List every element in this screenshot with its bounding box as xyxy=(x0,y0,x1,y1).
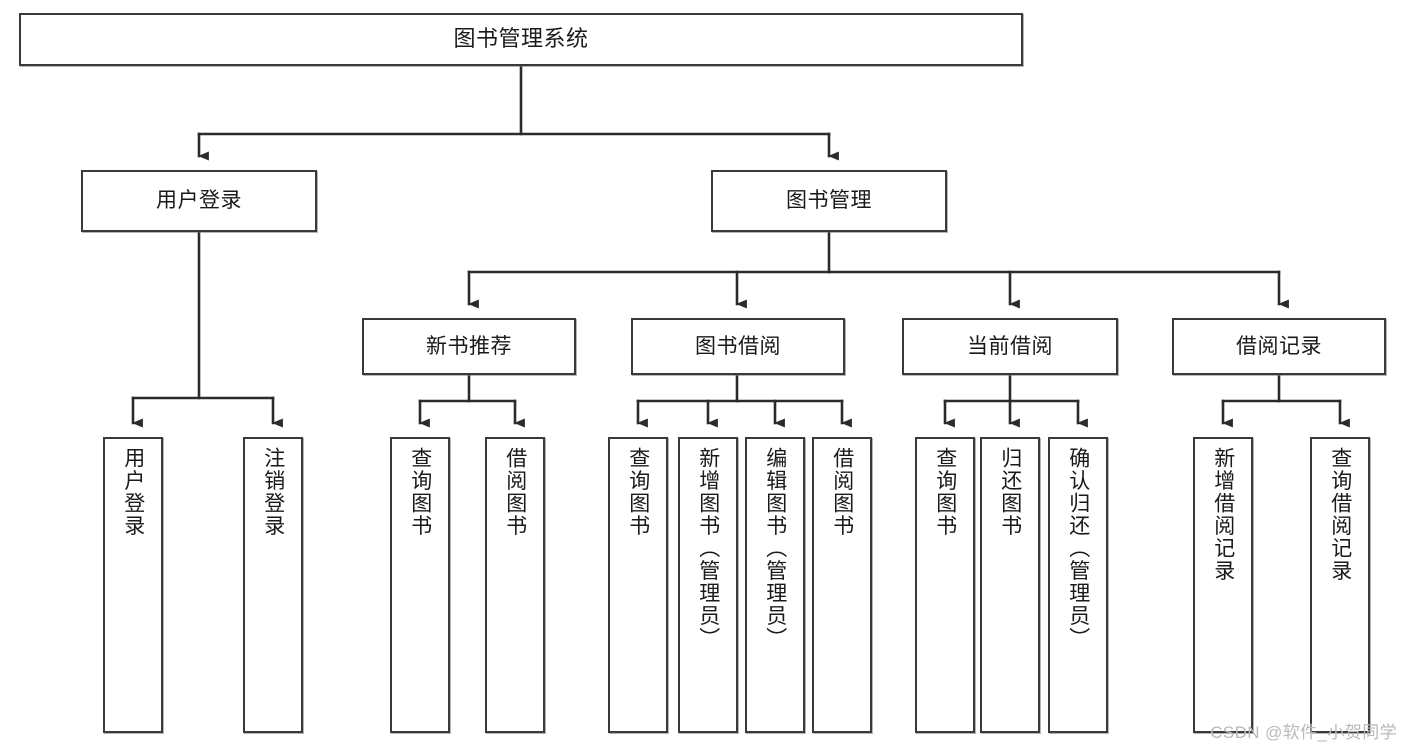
node-label: 借阅图书 xyxy=(503,447,527,537)
leaf-confirm-return-admin[interactable]: 确认归还（管理员） xyxy=(1048,437,1108,733)
node-label: 查询借阅记录 xyxy=(1328,447,1352,582)
leaf-edit-book-admin[interactable]: 编辑图书（管理员） xyxy=(745,437,805,733)
node-user-login[interactable]: 用户登录 xyxy=(81,170,317,232)
node-label: 用户登录 xyxy=(121,447,145,537)
node-label: 新增图书（管理员） xyxy=(696,447,720,650)
node-label: 借阅记录 xyxy=(1236,334,1322,358)
node-book-borrow[interactable]: 图书借阅 xyxy=(631,318,845,375)
node-label: 图书管理系统 xyxy=(453,26,589,52)
node-label: 查询图书 xyxy=(933,447,957,537)
leaf-add-borrow-record[interactable]: 新增借阅记录 xyxy=(1193,437,1253,733)
leaf-query-borrow-record[interactable]: 查询借阅记录 xyxy=(1310,437,1370,733)
csdn-watermark: CSDN @软件_小贺同学 xyxy=(1210,723,1397,742)
node-label: 用户登录 xyxy=(156,189,242,213)
node-borrow-record[interactable]: 借阅记录 xyxy=(1172,318,1386,375)
leaf-logout-login[interactable]: 注销登录 xyxy=(243,437,303,733)
node-current-borrow[interactable]: 当前借阅 xyxy=(902,318,1118,375)
leaf-borrow-book[interactable]: 借阅图书 xyxy=(812,437,872,733)
node-new-book-recommend[interactable]: 新书推荐 xyxy=(362,318,576,375)
node-label: 借阅图书 xyxy=(830,447,854,537)
node-label: 图书管理 xyxy=(786,189,872,213)
leaf-return-book[interactable]: 归还图书 xyxy=(980,437,1040,733)
leaf-query-book-current[interactable]: 查询图书 xyxy=(915,437,975,733)
node-label: 编辑图书（管理员） xyxy=(763,447,787,650)
node-label: 图书借阅 xyxy=(695,334,781,358)
node-label: 注销登录 xyxy=(261,447,285,537)
leaf-user-login[interactable]: 用户登录 xyxy=(103,437,163,733)
node-label: 当前借阅 xyxy=(967,334,1053,358)
node-book-manage[interactable]: 图书管理 xyxy=(711,170,947,232)
node-label: 新书推荐 xyxy=(426,334,512,358)
leaf-borrow-book-recommend[interactable]: 借阅图书 xyxy=(485,437,545,733)
node-label: 新增借阅记录 xyxy=(1211,447,1235,582)
node-label: 归还图书 xyxy=(998,447,1022,537)
node-label: 查询图书 xyxy=(626,447,650,537)
node-root-system[interactable]: 图书管理系统 xyxy=(19,13,1023,66)
leaf-query-book-borrow[interactable]: 查询图书 xyxy=(608,437,668,733)
node-label: 确认归还（管理员） xyxy=(1066,447,1090,650)
leaf-add-book-admin[interactable]: 新增图书（管理员） xyxy=(678,437,738,733)
node-label: 查询图书 xyxy=(408,447,432,537)
leaf-query-book-recommend[interactable]: 查询图书 xyxy=(390,437,450,733)
